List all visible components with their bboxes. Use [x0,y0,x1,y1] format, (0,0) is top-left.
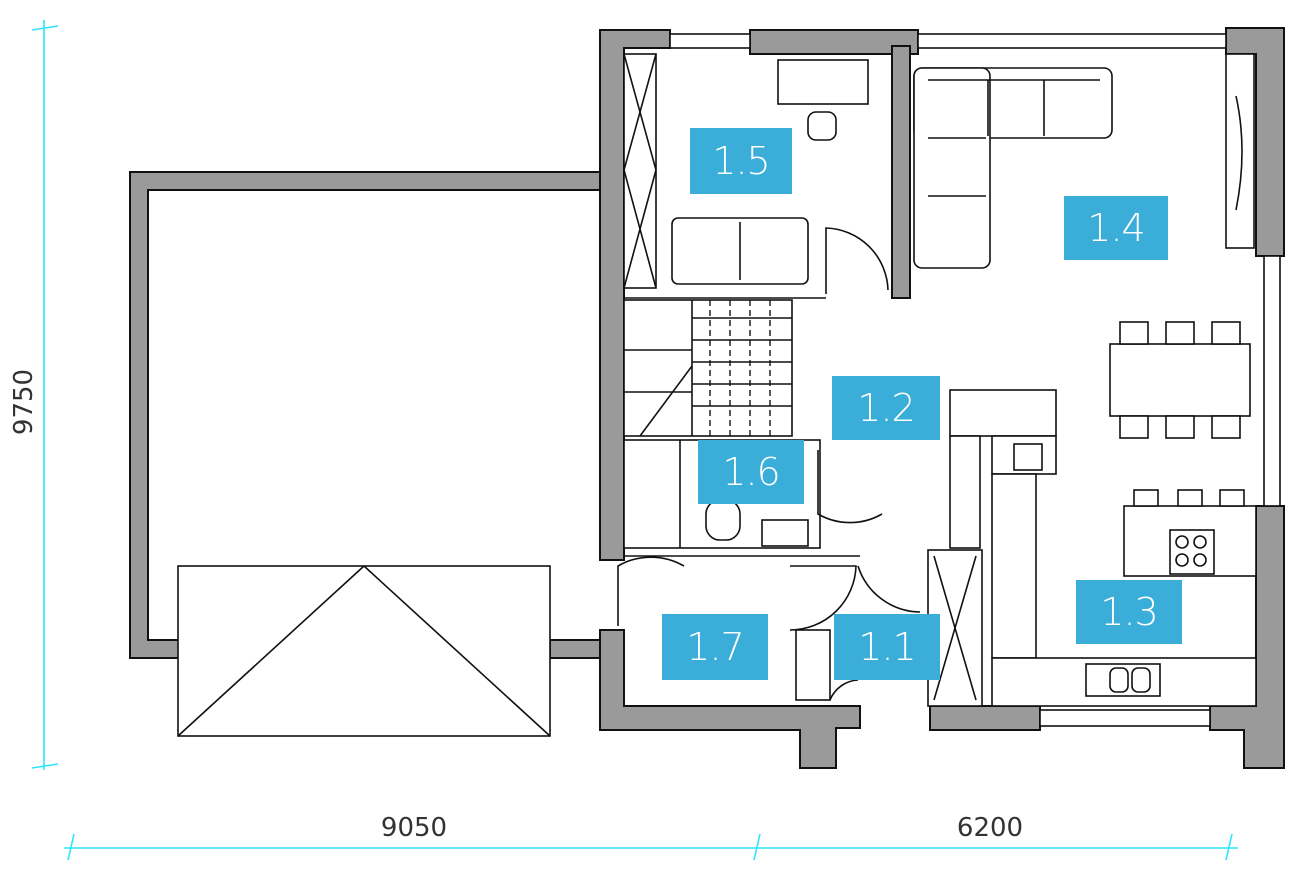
window-top-1 [669,33,751,49]
garage-door [177,565,551,737]
wardrobe-1-5 [623,53,657,289]
room-label-1-6: 1.6 [698,440,804,504]
room-label-1-7: 1.7 [662,614,768,680]
kitchen-counter-top [949,389,1057,437]
dimension-height: 9750 [9,369,39,435]
door-1-1 [857,565,921,613]
room-label-1-1: 1.1 [834,614,940,680]
window-right [1263,255,1281,507]
garage-wall-right [549,639,601,659]
house-wall-left [599,29,671,561]
door-1-7 [617,556,685,626]
room-label-1-5: 1.5 [690,128,792,194]
dining-table [1109,343,1251,417]
interior-wall-1 [891,45,911,299]
stairs [623,299,793,437]
room-label-1-2: 1.2 [832,376,940,440]
door-1-1-upper [789,565,857,631]
dimension-width-left: 9050 [381,813,447,843]
door-1-5 [825,227,889,294]
desk-chair [807,111,837,141]
window-top-2 [917,33,1227,49]
desk [777,59,869,105]
house-wall-bottom-right [929,705,1041,731]
house-wall-bottom-left [599,629,861,769]
door-1-6 [817,450,883,524]
window-bottom [1039,709,1211,727]
dimension-width-right: 6200 [957,813,1023,843]
room-label-1-3: 1.3 [1076,580,1182,644]
tv-unit [1225,53,1255,249]
room-label-1-4: 1.4 [1064,196,1168,260]
